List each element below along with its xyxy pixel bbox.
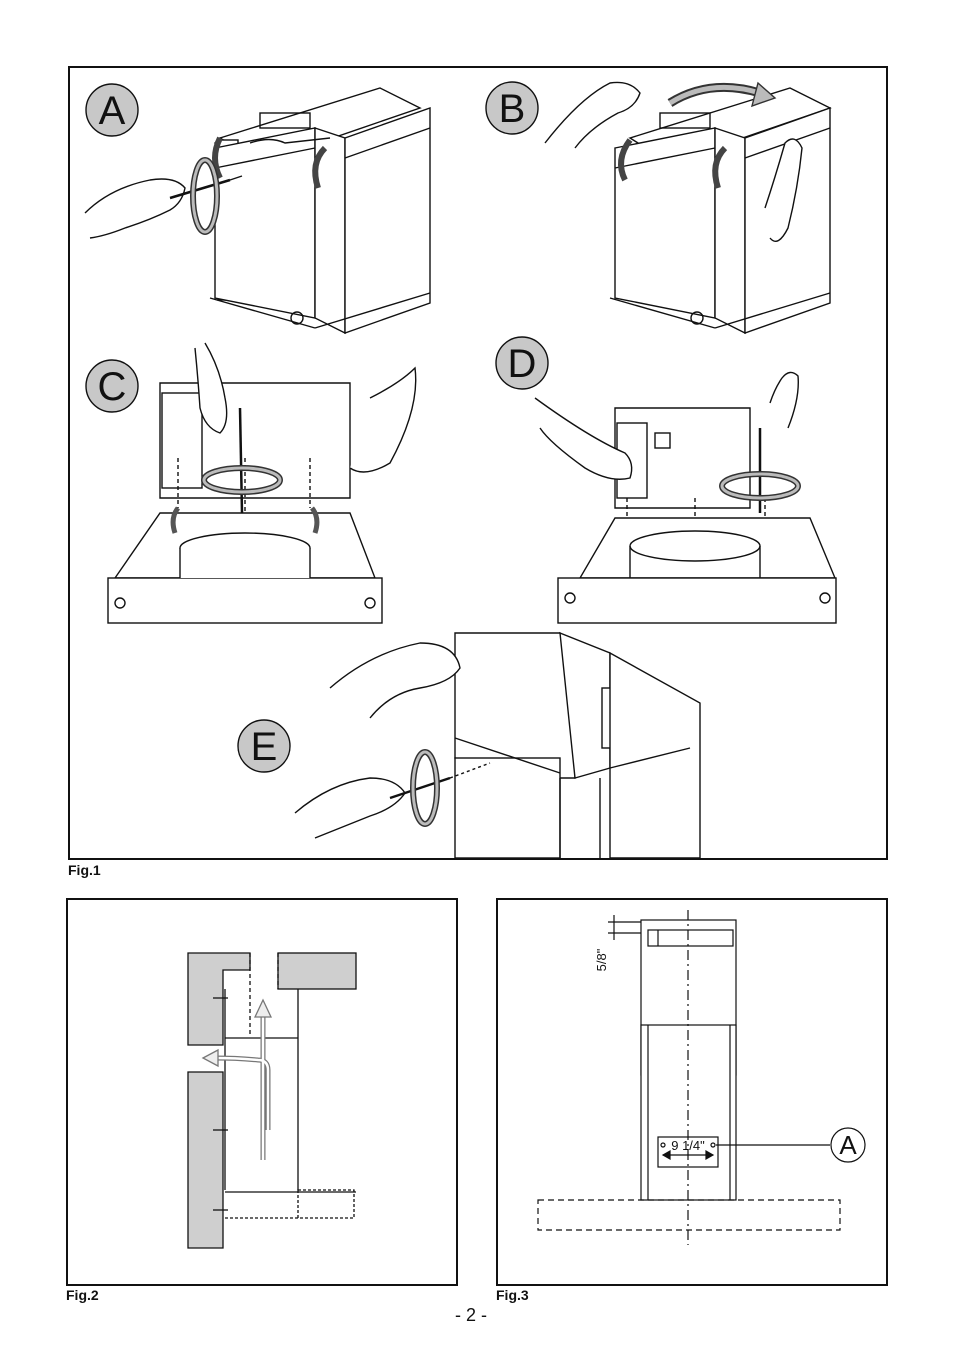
fig1-caption: Fig.1	[68, 862, 101, 878]
fig1-illustration: A B C D E	[70, 68, 886, 858]
step-label-a: A	[99, 89, 126, 133]
fig1-frame: A B C D E	[68, 66, 888, 860]
fig3-callout-label: A	[839, 1130, 857, 1160]
fig2-lower-wall	[188, 1072, 223, 1248]
fig2-arrow-left	[203, 1050, 218, 1066]
fig3-dim-width: 9 1/4"	[671, 1138, 705, 1153]
step-label-e: E	[251, 725, 278, 769]
fig3-frame: 5/8" 9 1/4" A	[496, 898, 888, 1286]
page-number: - 2 -	[455, 1305, 487, 1326]
fig3-dim-top: 5/8"	[594, 948, 609, 971]
step-label-c: C	[98, 365, 127, 409]
step-label-d: D	[508, 342, 537, 386]
step-label-b: B	[499, 87, 526, 131]
fig2-caption: Fig.2	[66, 1287, 99, 1303]
fig2-top-block	[278, 953, 356, 989]
panel-c-drawing	[108, 343, 416, 623]
panel-b-drawing	[545, 82, 830, 333]
fig3-illustration: 5/8" 9 1/4" A	[498, 900, 886, 1284]
fig2-upper-wall	[188, 953, 250, 1045]
fig3-caption: Fig.3	[496, 1287, 529, 1303]
fig3-base-dashed	[538, 1200, 840, 1230]
fig2-arrow-up	[255, 1000, 271, 1017]
fig2-frame	[66, 898, 458, 1286]
panel-a-drawing	[85, 88, 430, 333]
fig2-illustration	[68, 900, 456, 1284]
panel-e-drawing	[295, 633, 700, 858]
panel-d-drawing	[535, 372, 836, 623]
